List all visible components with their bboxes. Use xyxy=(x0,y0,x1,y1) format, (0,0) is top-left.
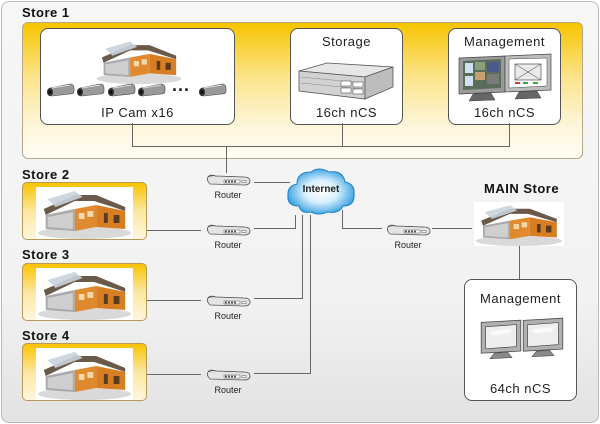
connector-line xyxy=(147,374,201,375)
store4-label: Store 4 xyxy=(22,328,70,343)
connector-line xyxy=(342,228,382,229)
connector-line xyxy=(310,215,311,374)
more-cameras-ellipsis: ... xyxy=(172,75,191,95)
connector-line xyxy=(509,123,510,147)
router-store2[interactable]: Router xyxy=(204,222,252,252)
store2-thumbnail[interactable] xyxy=(22,182,147,240)
router-store4[interactable]: Router xyxy=(204,367,252,397)
store1-management-card[interactable]: Management 16ch nCS xyxy=(448,28,561,125)
store2-label: Store 2 xyxy=(22,167,70,182)
connector-line xyxy=(132,123,133,147)
router-icon xyxy=(384,222,432,238)
camera-icon xyxy=(46,82,76,98)
router-icon xyxy=(204,172,252,188)
main-management-label: 64ch nCS xyxy=(489,381,552,396)
storage-title: Storage xyxy=(321,34,372,49)
store3-label: Store 3 xyxy=(22,247,70,262)
ipcam-card[interactable]: ... IP Cam x16 xyxy=(40,28,235,125)
connector-line xyxy=(295,215,296,229)
connector-line xyxy=(254,373,310,374)
main-management-card[interactable]: Management 64ch nCS xyxy=(464,279,577,401)
main-management-title: Management xyxy=(480,291,561,306)
ipcam-label: IP Cam x16 xyxy=(101,105,174,120)
router-icon xyxy=(204,293,252,309)
connector-line xyxy=(132,146,510,147)
camera-icon xyxy=(76,82,106,98)
connector-line xyxy=(302,215,303,299)
camera-icon xyxy=(107,82,137,98)
connector-line xyxy=(342,210,343,228)
store3-thumbnail[interactable] xyxy=(22,263,147,321)
connector-line xyxy=(147,300,201,301)
storage-label: 16ch nCS xyxy=(315,105,378,120)
connector-line xyxy=(254,228,296,229)
store1-label: Store 1 xyxy=(22,5,70,20)
store3-building-icon xyxy=(36,268,133,320)
storage-card[interactable]: Storage 16ch nCS xyxy=(290,28,403,125)
dual-monitor-icon xyxy=(458,53,552,102)
connector-line xyxy=(432,228,472,229)
connector-line xyxy=(342,123,343,147)
monitor-icon xyxy=(521,316,565,360)
router-icon xyxy=(204,367,252,383)
main-store-label: MAIN Store xyxy=(484,181,560,196)
connector-line xyxy=(226,146,227,173)
router-main-store[interactable]: Router xyxy=(384,222,432,252)
router-label: Router xyxy=(394,240,422,250)
camera-icon xyxy=(198,82,228,98)
store4-thumbnail[interactable] xyxy=(22,343,147,401)
cloud-icon xyxy=(287,168,355,215)
store1-management-title: Management xyxy=(464,34,545,49)
router-icon xyxy=(204,222,252,238)
router-label: Router xyxy=(214,240,242,250)
connector-line xyxy=(254,298,302,299)
main-store-building-icon[interactable] xyxy=(474,202,564,246)
router-label: Router xyxy=(214,385,242,395)
store2-building-icon xyxy=(36,187,133,239)
router-label: Router xyxy=(214,190,242,200)
storage-server-icon xyxy=(298,62,394,100)
connector-line xyxy=(519,245,520,280)
router-store3[interactable]: Router xyxy=(204,293,252,323)
store4-building-icon xyxy=(36,348,133,400)
monitor-icon xyxy=(479,318,523,362)
connector-line xyxy=(147,230,201,231)
router-label: Router xyxy=(214,311,242,321)
connector-line xyxy=(254,182,290,183)
internet-cloud[interactable]: Internet xyxy=(285,166,357,216)
store1-management-label: 16ch nCS xyxy=(473,105,536,120)
camera-icon xyxy=(137,82,167,98)
store1-building-icon xyxy=(94,38,184,84)
router-store1[interactable]: Router xyxy=(204,172,252,202)
internet-label: Internet xyxy=(302,184,340,195)
